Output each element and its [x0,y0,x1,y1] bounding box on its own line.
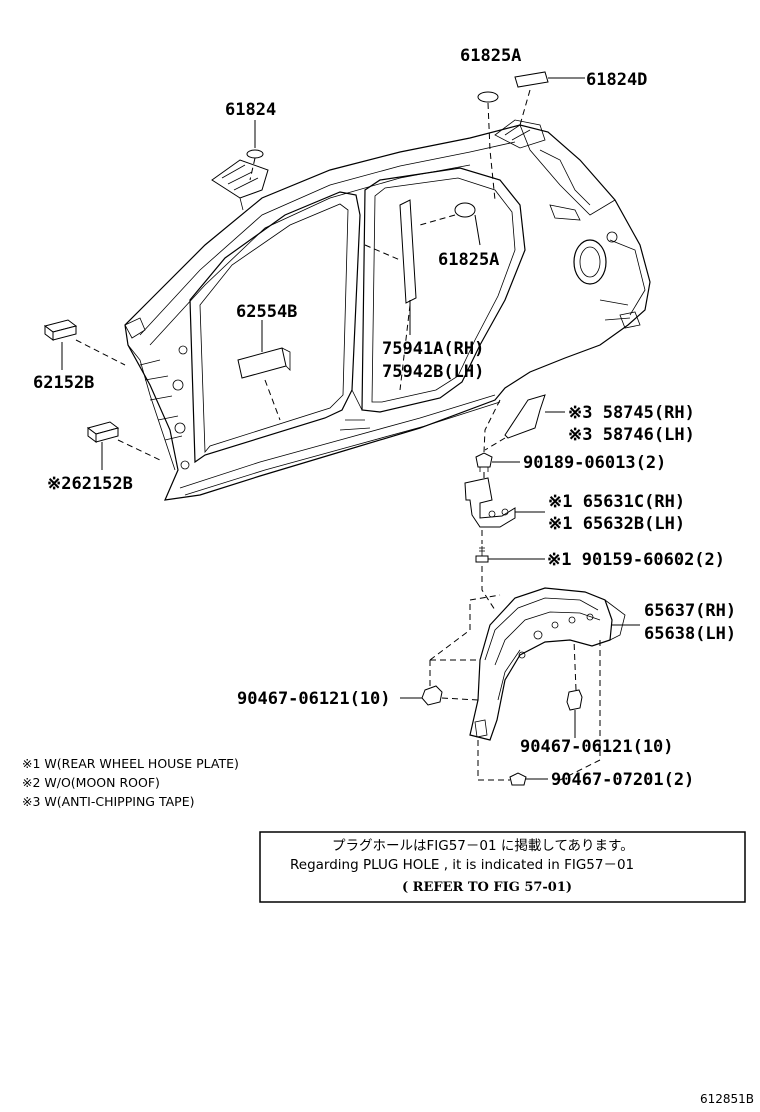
label-61824: 61824 [225,100,276,120]
anti-chip-tape-58745 [504,394,546,439]
label-61825a-top: 61825A [460,46,521,66]
label-58746: ※3 58746(LH) [568,425,695,445]
label-75941a: 75941A(RH) [382,339,484,359]
info-box-line3: ( REFER TO FIG 57-01) [402,880,572,895]
label-75942b: 75942B(LH) [382,362,484,382]
label-90467-right: 90467-06121(10) [520,737,674,757]
pad-62554b [237,347,287,379]
pillar-garnish-75941a [399,199,417,304]
plug-61824 [246,149,264,159]
clip-90467-07201 [509,772,527,786]
wheel-house-liner-65637 [469,587,626,741]
label-65631c: ※1 65631C(RH) [548,492,685,512]
note-2: ※2 W/O(MOON ROOF) [22,775,160,790]
label-61825a-mid: 61825A [438,250,499,270]
info-box-line1: プラグホールはFIG57－01 に掲載してあります。 [332,838,634,854]
info-box-line2: Regarding PLUG HOLE , it is indicated in… [290,857,634,873]
nut-90467-left [421,685,443,706]
label-65638: 65638(LH) [644,624,736,644]
note-3: ※3 W(ANTI-CHIPPING TAPE) [22,794,195,809]
label-90467-left: 90467-06121(10) [237,689,391,709]
label-90467-07201: 90467-07201(2) [551,770,694,790]
bolt-90159 [475,555,489,563]
label-62152b: 62152B [33,373,94,393]
leader-lines [61,77,640,781]
wheel-house-plate-65631c [464,477,516,528]
label-58745: ※3 58745(RH) [568,403,695,423]
info-box [259,831,746,903]
note-1: ※1 W(REAR WHEEL HOUSE PLATE) [22,756,239,771]
label-90159: ※1 90159-60602(2) [547,550,725,570]
label-65632b: ※1 65632B(LH) [548,514,685,534]
plug-61825a-mid [454,202,476,218]
nut-90467-right [566,689,583,711]
label-62554b: 62554B [236,302,297,322]
clip-90189 [475,452,493,468]
tape-61824d [514,71,549,88]
label-61824d: 61824D [586,70,647,90]
plug-61825a-top [477,91,499,103]
label-65637: 65637(RH) [644,601,736,621]
label-62152b-note2: ※262152B [47,474,133,494]
label-90189: 90189-06013(2) [523,453,666,473]
figure-id: 612851B [700,1092,754,1106]
body-side-outer-panel [124,119,651,501]
